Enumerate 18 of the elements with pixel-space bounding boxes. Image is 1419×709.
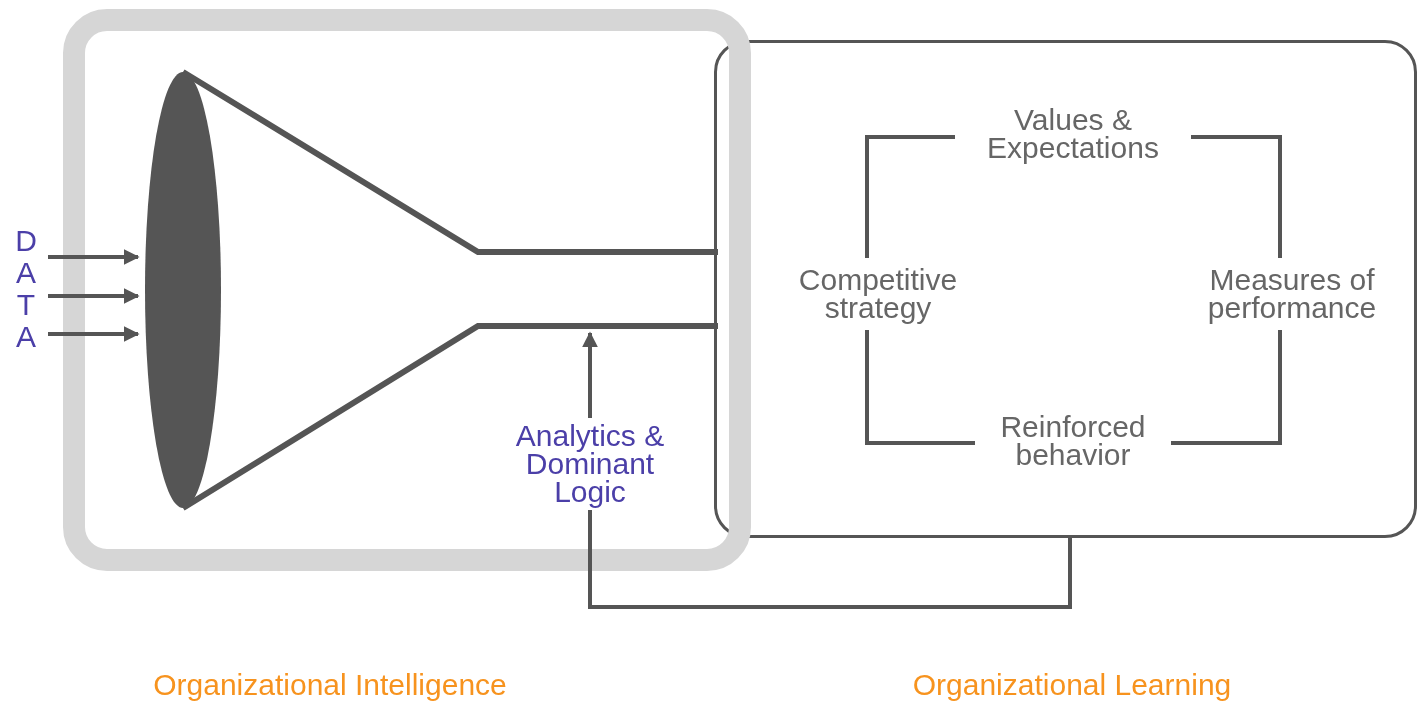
connector-line [588, 510, 1072, 609]
node-label: Values & Expectations [955, 100, 1191, 168]
vertical-label: D A T A [8, 228, 44, 350]
connector-line [1171, 330, 1282, 445]
arrow [48, 249, 140, 265]
node-label: Measures of performance [1180, 258, 1404, 330]
arrow [48, 326, 140, 342]
connector-line [1191, 135, 1282, 258]
section-caption: Organizational Learning [911, 668, 1233, 702]
node-label: Reinforced behavior [975, 405, 1171, 477]
node-label: Competitive strategy [770, 258, 986, 330]
section-caption: Organizational Intelligence [152, 668, 508, 702]
tube-drawing [478, 249, 718, 329]
node-label: Analytics & Dominant Logic [493, 418, 687, 510]
connector-line [865, 135, 955, 258]
arrow [48, 288, 140, 304]
connector-line [865, 330, 975, 445]
arrow [582, 331, 598, 418]
